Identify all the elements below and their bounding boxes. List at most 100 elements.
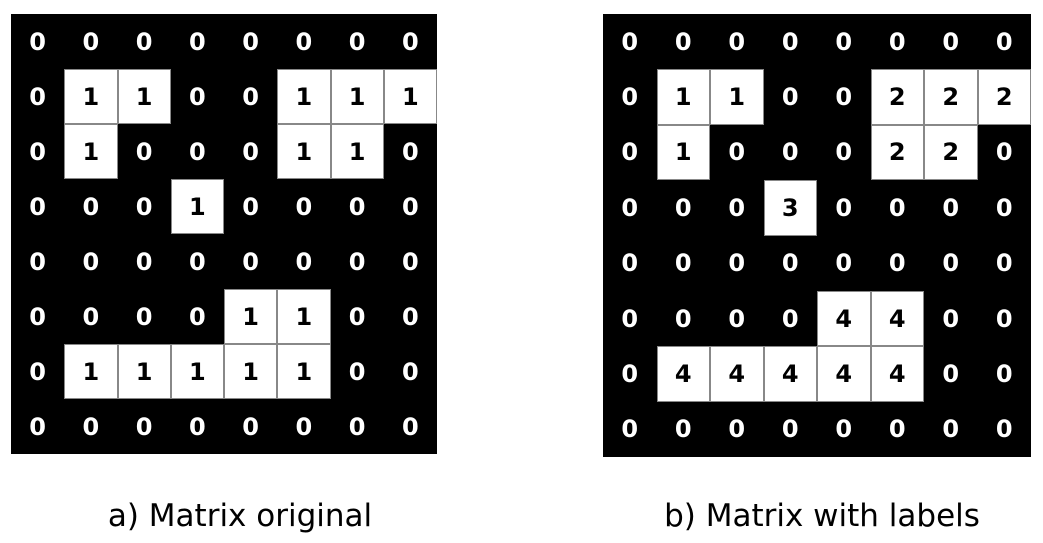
matrix-cell: 1 [277, 344, 331, 399]
matrix-cell: 1 [64, 69, 118, 124]
matrix-cell: 0 [348, 357, 366, 386]
matrix-cell: 4 [870, 290, 924, 347]
matrix-cell: 0 [189, 82, 206, 111]
matrix-cell: 0 [402, 412, 419, 441]
matrix-cell: 0 [781, 249, 799, 278]
matrix-cell: 1 [656, 124, 710, 181]
matrix-cell: 0 [29, 302, 46, 331]
matrix-cell: 0 [189, 137, 206, 166]
matrix-cell: 0 [888, 415, 906, 444]
matrix-cell: 0 [995, 249, 1013, 278]
matrix-cell: 4 [817, 290, 871, 347]
matrix-cell: 2 [870, 124, 924, 181]
matrix-cell: 0 [728, 193, 746, 222]
matrix-cell: 0 [674, 249, 692, 278]
matrix-cell: 0 [348, 27, 366, 56]
matrix-cell: 1 [330, 124, 384, 179]
matrix-cell: 0 [942, 415, 960, 444]
matrix-cell: 0 [348, 412, 366, 441]
matrix-cell: 0 [82, 192, 100, 221]
matrix-cell: 0 [674, 304, 692, 333]
matrix-cell: 0 [242, 192, 259, 221]
matrix-cell: 1 [383, 69, 437, 124]
matrix-cell: 0 [621, 193, 639, 222]
matrix-cell: 0 [942, 249, 960, 278]
matrix-cell: 0 [728, 415, 746, 444]
matrix-cell: 0 [135, 247, 153, 276]
matrix-cell: 0 [781, 304, 799, 333]
matrix-cell: 0 [942, 193, 960, 222]
matrix-cell: 0 [888, 193, 906, 222]
matrix-cell: 0 [402, 357, 419, 386]
matrix-cell: 0 [728, 249, 746, 278]
matrix-cell: 4 [656, 346, 710, 402]
matrix-cell: 0 [781, 138, 799, 167]
matrix-cell: 0 [781, 27, 799, 56]
matrix-cell: 0 [781, 415, 799, 444]
matrix-cell: 0 [942, 27, 960, 56]
matrix-cell: 0 [402, 137, 419, 166]
matrix-cell: 2 [924, 69, 978, 125]
matrix-cell: 4 [817, 346, 871, 402]
matrix-cell: 1 [117, 69, 171, 124]
matrix-cell: 0 [674, 193, 692, 222]
matrix-cell: 0 [995, 359, 1013, 388]
matrix-cell: 1 [170, 344, 224, 399]
matrix-cell: 0 [348, 247, 366, 276]
matrix-cell: 0 [835, 83, 853, 112]
matrix-cell: 2 [977, 69, 1031, 125]
matrix-cell: 0 [402, 247, 419, 276]
matrix-cell: 0 [728, 27, 746, 56]
matrix-cell: 0 [295, 192, 313, 221]
matrix-cell: 1 [710, 69, 764, 125]
matrix-cell: 0 [295, 247, 313, 276]
matrix-cell: 0 [995, 304, 1013, 333]
matrix-cell: 0 [621, 359, 639, 388]
matrix-cell: 0 [621, 83, 639, 112]
matrix-cell: 1 [277, 289, 331, 344]
matrix-cell: 1 [224, 344, 278, 399]
matrix-cell: 0 [82, 27, 100, 56]
matrix-cell: 1 [277, 69, 331, 124]
matrix-cell: 0 [888, 27, 906, 56]
matrix-cell: 0 [835, 415, 853, 444]
matrix-cell: 0 [835, 193, 853, 222]
matrix-cell: 0 [242, 247, 259, 276]
matrix-cell: 0 [29, 27, 46, 56]
matrix-cell: 0 [674, 415, 692, 444]
matrix-cell: 1 [224, 289, 278, 344]
matrix-cell: 1 [656, 69, 710, 125]
matrix-cell: 1 [64, 124, 118, 179]
matrix-cell: 0 [995, 415, 1013, 444]
matrix-cell: 0 [402, 192, 419, 221]
matrix-cell: 1 [170, 179, 224, 234]
matrix-cell: 0 [242, 412, 259, 441]
matrix-cell: 0 [621, 138, 639, 167]
matrix-cell: 2 [870, 69, 924, 125]
matrix-cell: 0 [135, 412, 153, 441]
matrix-cell: 4 [763, 346, 817, 402]
matrix-cell: 0 [942, 304, 960, 333]
matrix-cell: 0 [82, 302, 100, 331]
matrix-cell: 0 [135, 192, 153, 221]
matrix-cell: 0 [295, 412, 313, 441]
original-matrix-caption: a) Matrix original [107, 498, 373, 534]
matrix-cell: 0 [995, 193, 1013, 222]
matrix-cell: 0 [82, 412, 100, 441]
matrix-cell: 0 [29, 247, 46, 276]
matrix-cell: 1 [64, 344, 118, 399]
matrix-cell: 0 [135, 302, 153, 331]
matrix-cell: 0 [621, 415, 639, 444]
matrix-cell: 0 [835, 27, 853, 56]
matrix-cell: 0 [402, 27, 419, 56]
matrix-cell: 0 [189, 412, 206, 441]
matrix-cell: 4 [710, 346, 764, 402]
matrix-cell: 0 [621, 27, 639, 56]
matrix-cell: 1 [330, 69, 384, 124]
matrix-cell: 0 [82, 247, 100, 276]
matrix-cell: 0 [995, 27, 1013, 56]
matrix-cell: 1 [277, 124, 331, 179]
matrix-cell: 0 [835, 138, 853, 167]
